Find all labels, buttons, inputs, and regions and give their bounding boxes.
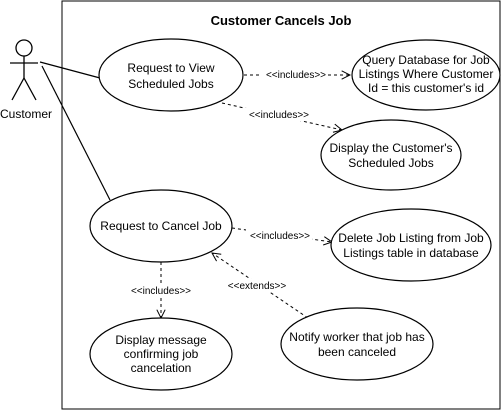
use-case-query-label-3: Id = this customer's id xyxy=(368,81,484,95)
actor-label: Customer xyxy=(0,107,52,121)
use-case-display-jobs-label-2: Scheduled Jobs xyxy=(348,156,433,170)
includes-label-query: <<includes>> xyxy=(266,70,326,81)
use-case-confirm-label-1: Display message xyxy=(115,333,207,347)
use-case-cancel-label: Request to Cancel Job xyxy=(100,219,222,233)
includes-label-display-confirm: <<includes>> xyxy=(131,286,191,297)
actor-right-leg xyxy=(23,77,37,101)
use-case-query-label-1: Query Database for Job xyxy=(362,53,490,67)
use-case-cancel-job xyxy=(89,189,233,263)
actor-left-leg xyxy=(11,77,25,101)
use-case-notify-label-1: Notify worker that job has xyxy=(289,330,424,344)
extends-label-notify: <<extends>> xyxy=(228,281,287,292)
use-case-display-jobs-label-1: Display the Customer's xyxy=(330,141,453,155)
includes-label-bg xyxy=(246,229,312,242)
includes-label-bg xyxy=(262,68,328,81)
extend-edge-notify xyxy=(212,253,309,319)
use-case-delete-label-1: Delete Job Listing from Job xyxy=(338,231,484,245)
use-case-query-database xyxy=(351,39,501,111)
includes-label-bg xyxy=(245,108,311,121)
use-case-view-label-1: Request to View xyxy=(127,61,214,75)
use-case-delete-label-2: Listings table in database xyxy=(343,246,479,260)
use-case-view-scheduled-jobs xyxy=(98,38,244,112)
extends-label-bg xyxy=(224,279,290,292)
use-case-notify-label-2: been canceled xyxy=(318,345,396,359)
includes-label-delete: <<includes>> xyxy=(250,231,310,242)
use-case-view-label-2: Scheduled Jobs xyxy=(128,77,213,91)
use-case-display-scheduled-jobs xyxy=(320,119,462,191)
association-view-jobs xyxy=(39,61,101,79)
includes-label-bg xyxy=(128,284,194,297)
diagram-title: Customer Cancels Job xyxy=(211,13,352,28)
actor-head xyxy=(15,39,33,57)
use-case-confirm-label-2: confirming job xyxy=(124,347,199,361)
use-case-notify-worker xyxy=(280,307,434,381)
use-case-query-label-2: Listings Where Customer xyxy=(359,67,494,81)
use-case-delete-listing xyxy=(330,208,492,282)
association-cancel-job xyxy=(41,65,111,201)
customer-actor xyxy=(10,39,38,101)
includes-label-display-jobs: <<includes>> xyxy=(249,110,309,121)
use-case-display-confirmation xyxy=(89,317,233,391)
use-case-confirm-label-3: cancelation xyxy=(131,361,192,375)
